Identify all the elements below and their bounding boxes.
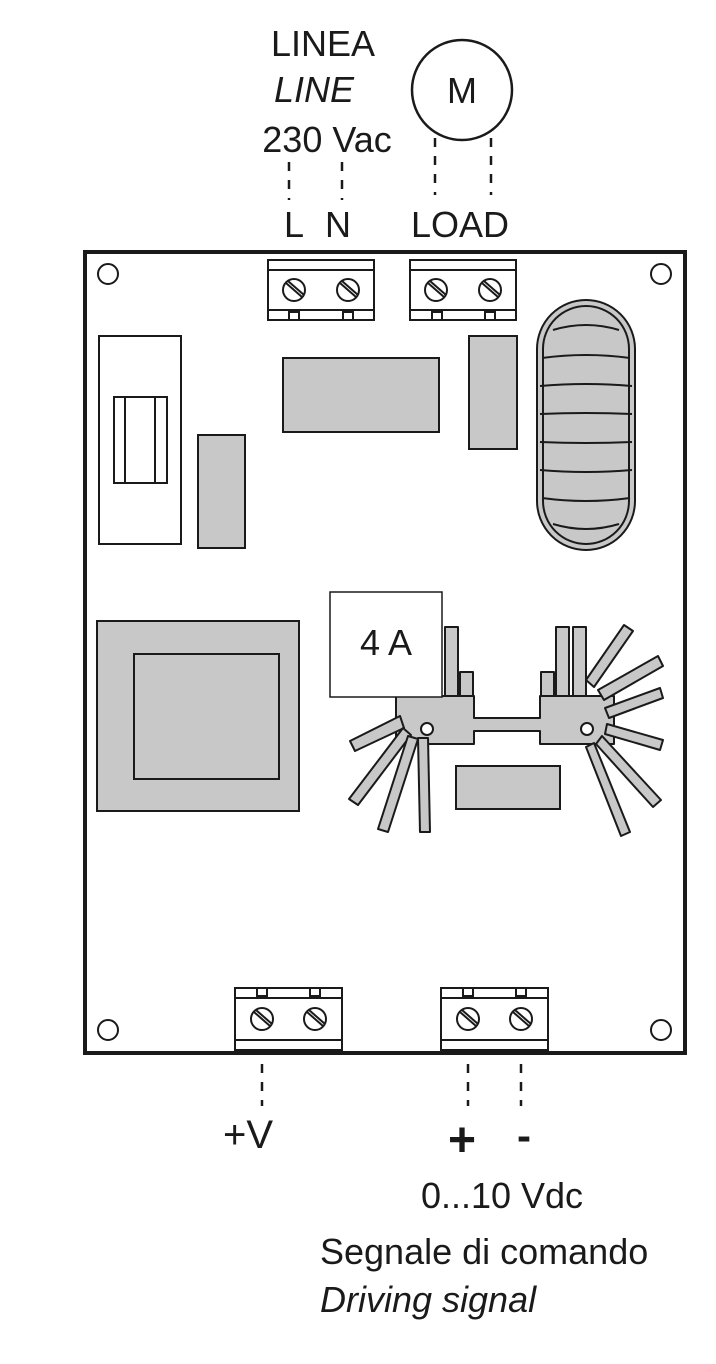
switch-component bbox=[98, 335, 182, 545]
top-dashed-wires bbox=[287, 138, 493, 200]
terminal-block-signal bbox=[440, 987, 549, 1051]
line-label: LINE bbox=[274, 69, 355, 110]
voltage-dc-label: 0...10 Vdc bbox=[421, 1175, 583, 1216]
terminal-n-label: N bbox=[325, 204, 351, 245]
terminal-block-load bbox=[409, 259, 517, 321]
plus-v-label: +V bbox=[223, 1113, 273, 1157]
mounting-hole-top-right bbox=[650, 263, 672, 285]
screw-icon bbox=[456, 1007, 480, 1031]
transformer-core bbox=[133, 653, 280, 780]
voltage-ac-label: 230 Vac bbox=[262, 119, 391, 160]
screw-icon bbox=[509, 1007, 533, 1031]
mounting-hole-bottom-right bbox=[650, 1019, 672, 1041]
component-triac bbox=[455, 765, 561, 810]
screw-icon bbox=[424, 278, 448, 302]
plus-label: + bbox=[448, 1114, 476, 1167]
screw-icon bbox=[303, 1007, 327, 1031]
bottom-dashed-wires bbox=[260, 1064, 523, 1106]
signal-label-en: Driving signal bbox=[320, 1279, 537, 1320]
component-relay bbox=[282, 357, 440, 433]
mounting-hole-bottom-left bbox=[97, 1019, 119, 1041]
screw-icon bbox=[478, 278, 502, 302]
screw-icon bbox=[336, 278, 360, 302]
terminal-block-power bbox=[234, 987, 343, 1051]
mounting-hole-top-left bbox=[97, 263, 119, 285]
screw-icon bbox=[250, 1007, 274, 1031]
motor-label: M bbox=[447, 70, 477, 111]
fuse-label: 4 A bbox=[360, 622, 412, 663]
screw-icon bbox=[282, 278, 306, 302]
terminal-l-label: L bbox=[284, 204, 304, 245]
component-capacitor-left bbox=[197, 434, 246, 549]
linea-label: LINEA bbox=[271, 23, 375, 64]
fuse-box bbox=[329, 591, 443, 698]
minus-label: - bbox=[517, 1112, 531, 1159]
signal-label-it: Segnale di comando bbox=[320, 1231, 648, 1272]
mounting-holes bbox=[97, 263, 672, 1041]
heat-sink bbox=[348, 624, 664, 837]
motor-symbol: M bbox=[410, 38, 514, 142]
load-label: LOAD bbox=[411, 204, 509, 245]
toroid-inductor bbox=[536, 299, 636, 551]
terminal-block-line bbox=[267, 259, 375, 321]
component-capacitor-right bbox=[468, 335, 518, 450]
